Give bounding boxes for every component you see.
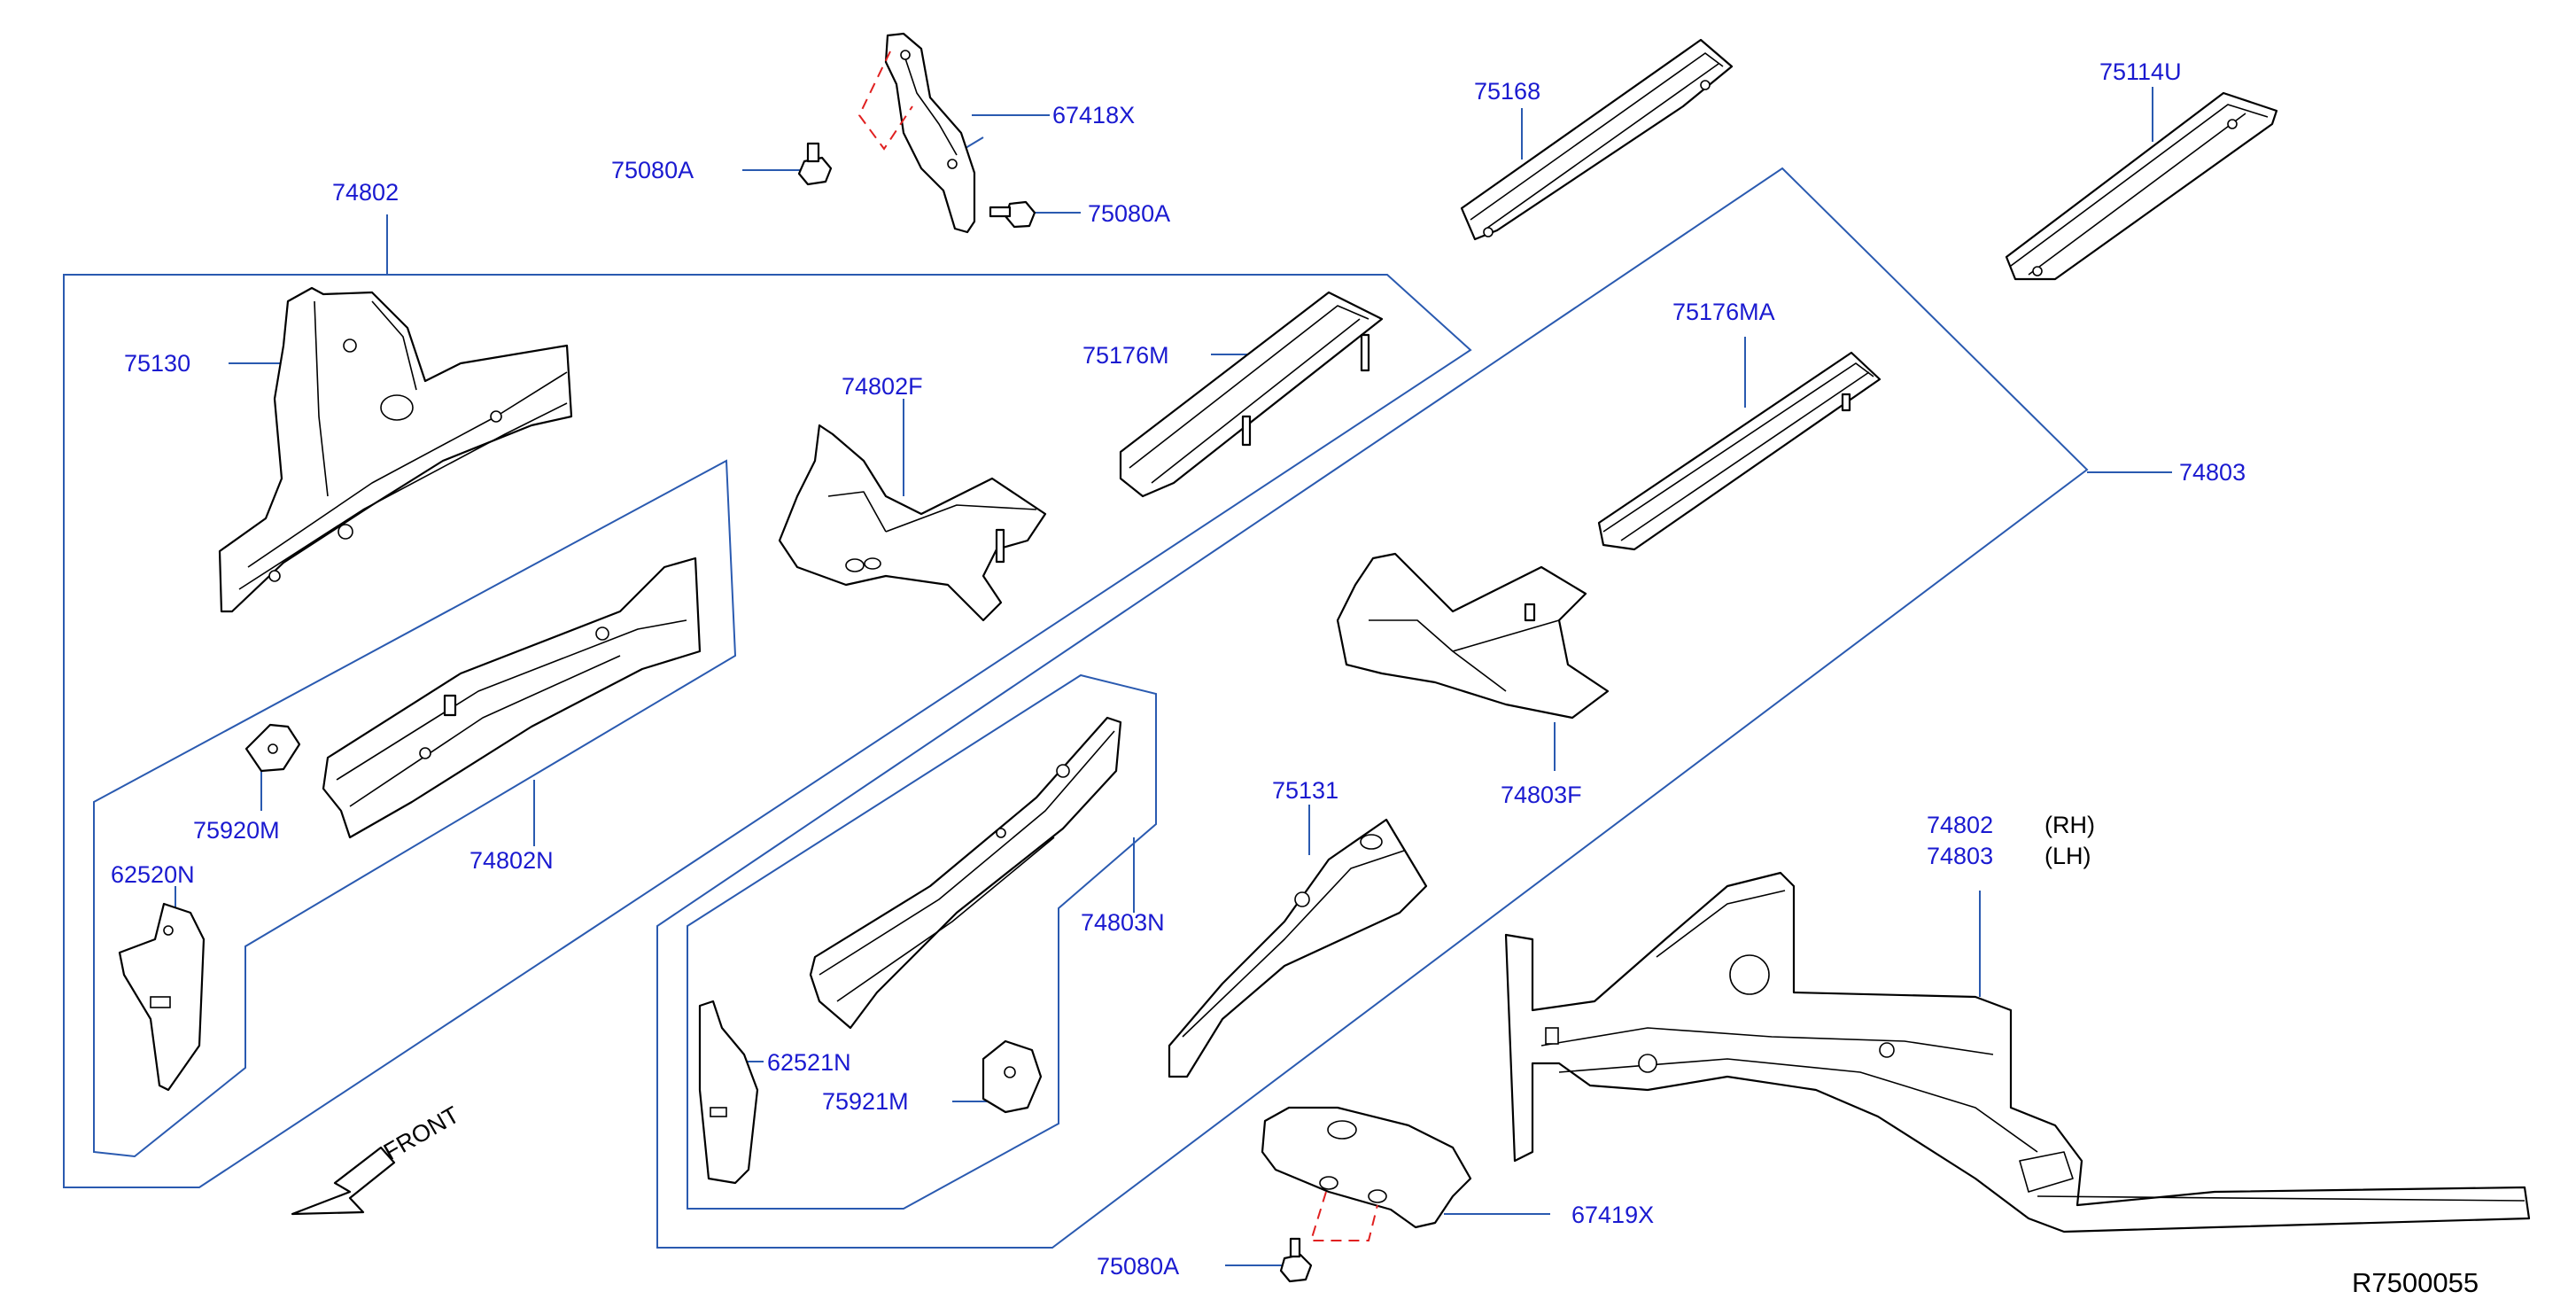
frame-74803-group <box>656 167 2089 1249</box>
diagram-reference-code: R7500055 <box>2352 1267 2479 1298</box>
callout-62520n: 62520N <box>111 861 195 888</box>
callout-74803n: 74803N <box>1081 909 1165 936</box>
callout-74802-rh: 74802 <box>1927 812 1993 838</box>
callout-74803: 74803 <box>2179 459 2246 486</box>
callout-74803-lh: 74803 <box>1927 843 1993 869</box>
part-75131 <box>1168 818 1428 1078</box>
callout-74802: 74802 <box>332 179 399 206</box>
frame-74803n-group <box>687 673 1157 1210</box>
callout-75080a-top-left: 75080A <box>611 157 694 183</box>
part-74803n <box>809 716 1122 1030</box>
callout-62521n: 62521N <box>767 1049 851 1076</box>
part-front-side-member-assembly <box>1504 871 2531 1233</box>
front-arrow-icon <box>291 1146 396 1216</box>
part-75921m <box>982 1039 1043 1114</box>
callout-75168: 75168 <box>1474 78 1540 105</box>
callout-74803f: 74803F <box>1501 782 1582 808</box>
callout-rh: (RH) <box>2045 812 2095 838</box>
callout-75921m: 75921M <box>822 1088 909 1115</box>
frame-74802-group <box>63 274 1472 1188</box>
callout-lh: (LH) <box>2045 843 2091 869</box>
callout-75080a-top-right: 75080A <box>1088 200 1170 227</box>
callout-75114u: 75114U <box>2099 58 2182 85</box>
part-67419x-bracket <box>1261 1106 1472 1229</box>
callout-75176ma: 75176MA <box>1672 299 1775 325</box>
callout-75080a-bottom: 75080A <box>1097 1253 1179 1280</box>
part-75130-upper-member <box>218 286 573 613</box>
part-75176ma <box>1597 351 1882 551</box>
callout-74802f: 74802F <box>842 373 923 400</box>
bolt-75080a-top-left <box>797 142 833 186</box>
callout-75176m: 75176M <box>1082 342 1169 369</box>
callout-67419x: 67419X <box>1571 1202 1654 1228</box>
frame-74802n-group <box>93 459 737 1158</box>
bolt-75080a-bottom <box>1279 1237 1313 1283</box>
callout-75920m: 75920M <box>193 817 280 844</box>
callout-75130: 75130 <box>124 350 190 377</box>
part-74803f <box>1336 552 1610 720</box>
part-67418x-bracket <box>884 32 976 234</box>
part-75176m <box>1119 291 1384 498</box>
callout-67418x: 67418X <box>1052 102 1135 128</box>
part-74802f <box>778 424 1047 622</box>
part-62520n <box>118 902 206 1092</box>
part-74802n <box>322 556 702 839</box>
part-75114u <box>2005 91 2278 281</box>
callout-75131: 75131 <box>1272 777 1338 804</box>
fastener-path-67419x <box>1309 1191 1378 1241</box>
callout-74802n: 74802N <box>469 847 554 874</box>
front-label: FRONT <box>379 1101 464 1165</box>
fastener-path-67418x <box>857 51 913 151</box>
part-75168 <box>1460 38 1734 241</box>
bolt-75080a-top-right <box>989 200 1036 229</box>
part-75920m <box>244 723 301 773</box>
part-62521n <box>698 1000 759 1185</box>
